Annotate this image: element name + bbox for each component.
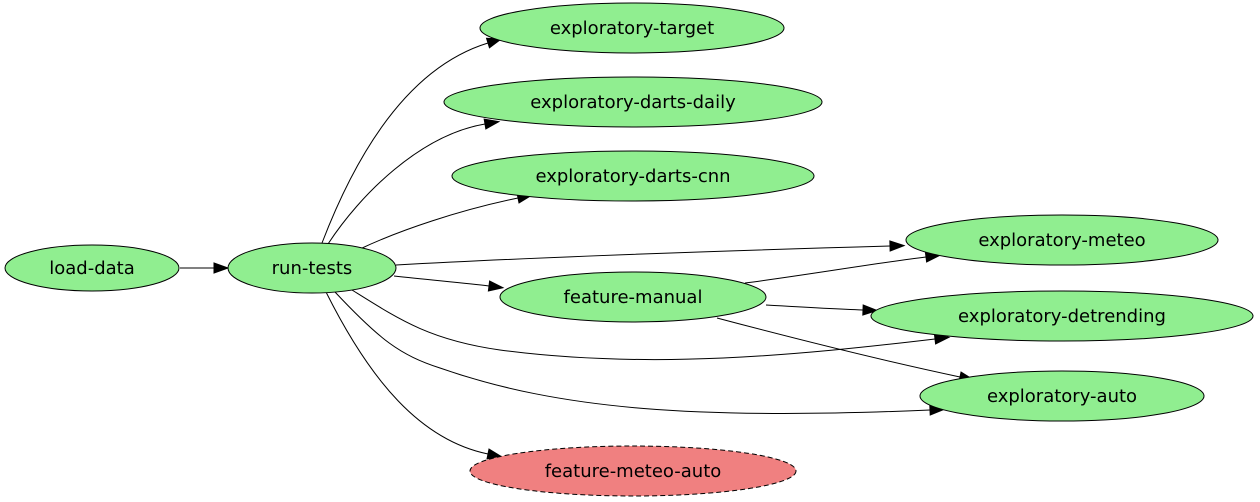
edge-line [744, 256, 927, 284]
edge-run-tests-to-exploratory-meteo [395, 240, 906, 266]
node-run-tests[interactable]: run-tests [227, 242, 397, 294]
edge-load-data-to-run-tests [180, 262, 230, 274]
node-ellipse [227, 242, 397, 294]
node-label: exploratory-detrending [958, 306, 1166, 327]
node-exploratory-target[interactable]: exploratory-target [479, 2, 785, 54]
edge-line [395, 245, 891, 266]
node-label: exploratory-target [550, 18, 714, 39]
node-exploratory-darts-daily[interactable]: exploratory-darts-daily [443, 76, 823, 128]
edge-arrowhead [213, 262, 230, 274]
edge-arrowhead [862, 304, 879, 316]
edge-line [325, 291, 489, 455]
node-label: load-data [49, 258, 135, 279]
node-ellipse [870, 290, 1254, 342]
node-label: feature-meteo-auto [545, 461, 722, 482]
node-label: exploratory-auto [987, 386, 1137, 407]
node-load-data[interactable]: load-data [4, 244, 180, 292]
node-label: exploratory-darts-daily [530, 92, 736, 113]
edge-line [334, 291, 931, 415]
node-ellipse [469, 445, 797, 497]
edge-arrowhead [483, 118, 501, 130]
node-ellipse [451, 150, 815, 202]
edge-run-tests-to-exploratory-target [321, 37, 503, 244]
node-ellipse [919, 370, 1205, 422]
edge-line [765, 304, 864, 311]
node-ellipse [4, 244, 180, 292]
edge-line [351, 289, 936, 361]
edge-feature-manual-to-exploratory-meteo [744, 251, 942, 284]
edge-line [327, 123, 486, 245]
edge-line [716, 317, 961, 378]
node-exploratory-darts-cnn[interactable]: exploratory-darts-cnn [451, 150, 815, 202]
edge-arrowhead [889, 240, 906, 252]
edge-line [393, 275, 490, 287]
node-feature-manual[interactable]: feature-manual [499, 271, 767, 323]
edge-line [321, 42, 489, 244]
node-label: feature-manual [564, 287, 703, 308]
node-feature-meteo-auto[interactable]: feature-meteo-auto [469, 445, 797, 497]
node-label: exploratory-darts-cnn [535, 166, 730, 187]
node-exploratory-auto[interactable]: exploratory-auto [919, 370, 1205, 422]
edge-arrowhead [487, 280, 505, 292]
node-exploratory-meteo[interactable]: exploratory-meteo [905, 214, 1219, 266]
node-label: run-tests [272, 258, 353, 279]
edge-feature-manual-to-exploratory-detrending [765, 304, 879, 316]
node-ellipse [499, 271, 767, 323]
edge-run-tests-to-exploratory-darts-cnn [359, 192, 534, 250]
node-ellipse [443, 76, 823, 128]
edge-line [359, 197, 519, 250]
nodes-layer: load-data run-tests exploratory-target expl… [4, 2, 1254, 497]
node-exploratory-detrending[interactable]: exploratory-detrending [870, 290, 1254, 342]
node-ellipse [479, 2, 785, 54]
node-label: exploratory-meteo [978, 230, 1145, 251]
edge-run-tests-to-feature-meteo-auto [325, 291, 504, 460]
edge-run-tests-to-exploratory-darts-daily [327, 118, 501, 245]
node-ellipse [905, 214, 1219, 266]
edge-run-tests-to-feature-manual [393, 275, 505, 292]
